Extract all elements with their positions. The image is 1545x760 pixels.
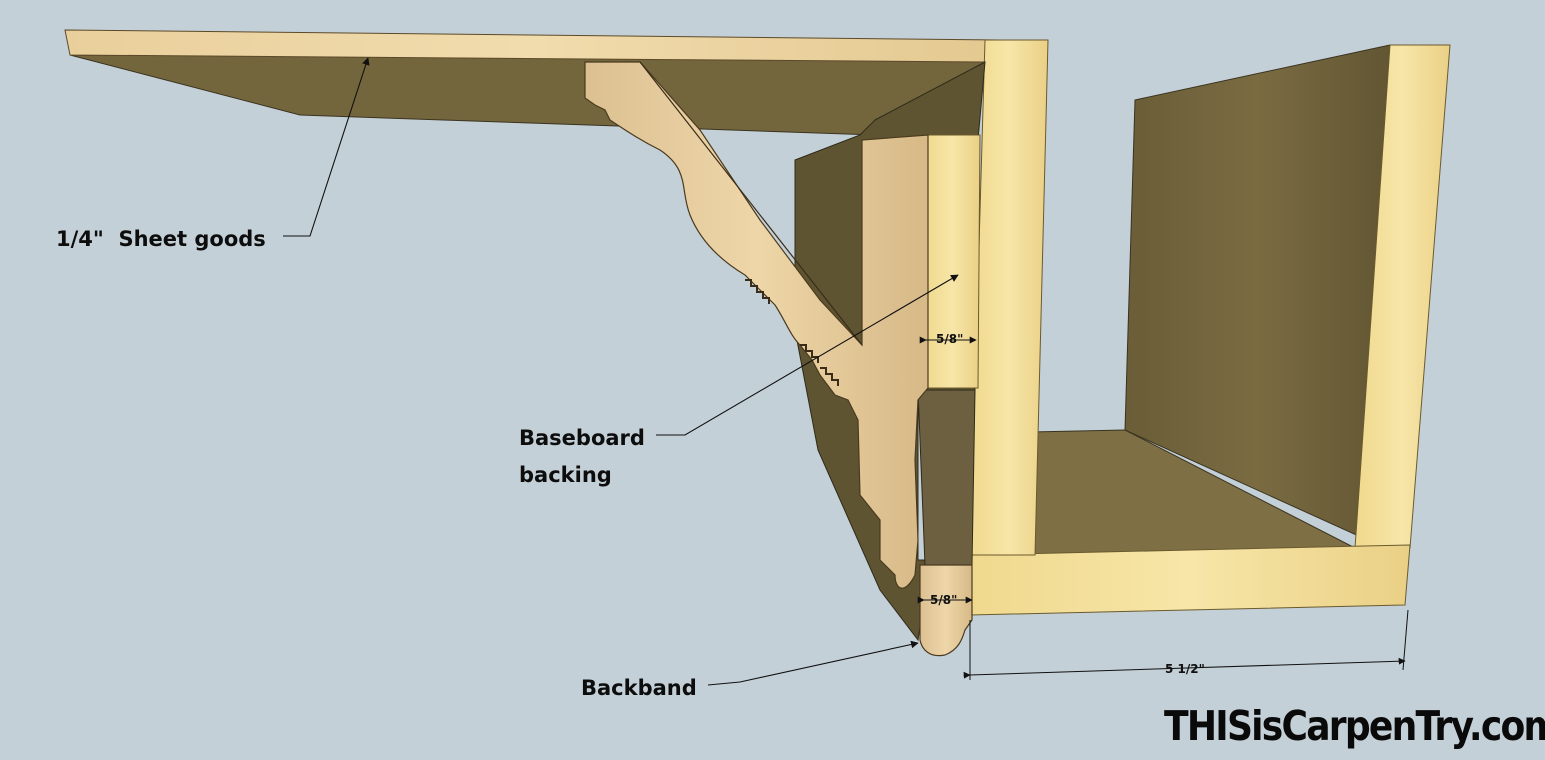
jamb-width-dimension: 5 1/2": [1165, 662, 1205, 676]
baseboard-leader: [656, 274, 959, 436]
baseboard-backing-label-line2: backing: [519, 463, 612, 487]
crown-molding-profile: [584, 61, 929, 589]
backband-profile: [919, 564, 973, 657]
site-watermark: THISisCarpenTry.com: [1164, 702, 1545, 750]
sheet-goods-label: 1/4" Sheet goods: [56, 227, 266, 251]
sheet-goods-underside: [69, 54, 986, 136]
upper-gap-dimension: 5/8": [936, 332, 964, 346]
dim-width-line: [963, 657, 1406, 679]
jamb-bottom-board: [969, 544, 1411, 616]
backband-label: Backband: [581, 676, 697, 700]
baseboard-backing-strip: [924, 134, 981, 389]
backing-lower-gap: [917, 389, 976, 566]
backband-leader: [707, 640, 919, 686]
baseboard-backing-label-line1: Baseboard: [519, 426, 645, 450]
jamb-vertical-board: [969, 39, 1049, 556]
sheet-goods-leader: [283, 57, 370, 237]
molding-diagonal-edge: [639, 61, 863, 346]
lower-gap-dimension: 5/8": [930, 593, 958, 607]
